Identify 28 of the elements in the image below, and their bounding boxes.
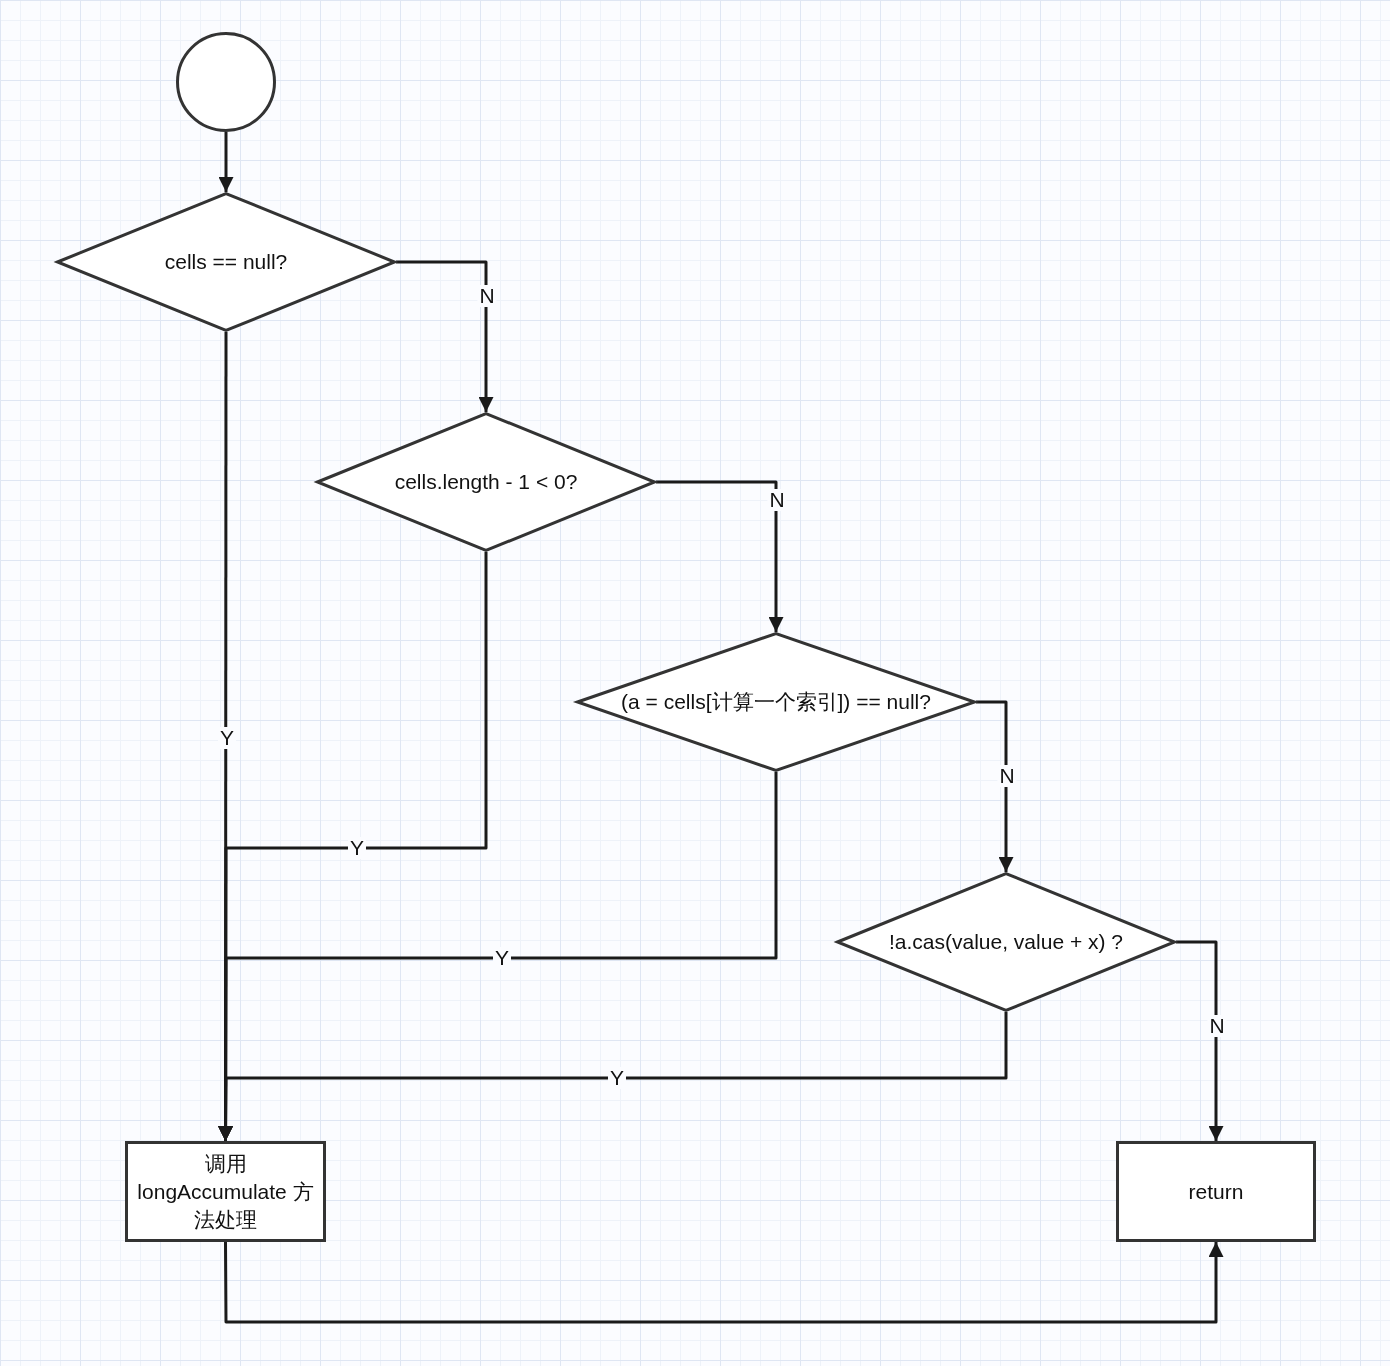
arrow (656, 480, 784, 632)
condition-text: (a = cells[计算一个索引]) == null? (621, 689, 931, 715)
condition-text: !a.cas(value, value + x) ? (888, 929, 1123, 955)
arrow (1176, 940, 1224, 1141)
edge-label: Y (493, 947, 511, 969)
edge-label: N (477, 285, 497, 307)
edge-label: N (1207, 1015, 1227, 1037)
step-text: return (1188, 1178, 1244, 1205)
condition-text: cells.length - 1 < 0? (394, 469, 578, 495)
edge-label: Y (608, 1067, 626, 1089)
edge-label: Y (348, 837, 366, 859)
decision-diamond (836, 872, 1176, 1012)
decision-diamond (576, 632, 976, 772)
decision-diamond (316, 412, 656, 552)
process-box (125, 1141, 326, 1242)
step-text: 调用 longAccumulate 方法处理 (136, 1150, 315, 1233)
condition-text: cells == null? (164, 249, 288, 275)
arrow (976, 700, 1014, 872)
edge-label: N (997, 765, 1017, 787)
process-box (1116, 1141, 1316, 1242)
arrow (218, 132, 234, 192)
edge-label: Y (218, 727, 236, 749)
decision-diamond (56, 192, 396, 332)
arrow (396, 260, 494, 412)
arrow (224, 1242, 1224, 1324)
arrow (218, 1012, 1008, 1141)
start-circle (176, 32, 276, 132)
edge-label: N (767, 489, 787, 511)
